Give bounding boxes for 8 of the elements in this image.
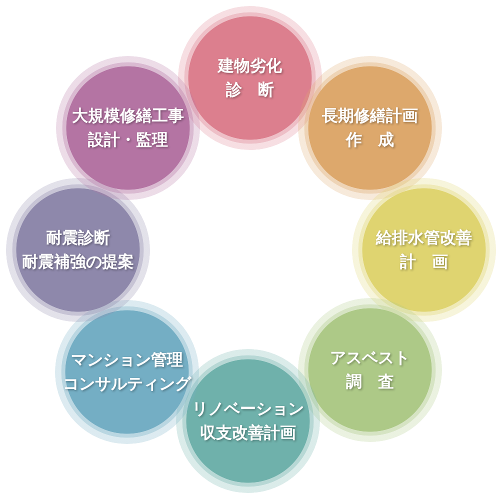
circle-label: マンション管理コンサルティング [63,349,191,395]
circle-label: 大規模修繕工事設計・監理 [72,105,184,151]
circle-label: リノベーション収支改善計画 [192,398,304,444]
circle-label: アスベスト調 査 [330,347,410,393]
circle-label: 建物劣化診 断 [218,55,282,101]
circle-label: 耐震診断耐震補強の提案 [22,227,134,273]
circle-label: 長期修繕計画作 成 [322,105,418,151]
circle-label: 給排水管改善計 画 [376,227,472,273]
